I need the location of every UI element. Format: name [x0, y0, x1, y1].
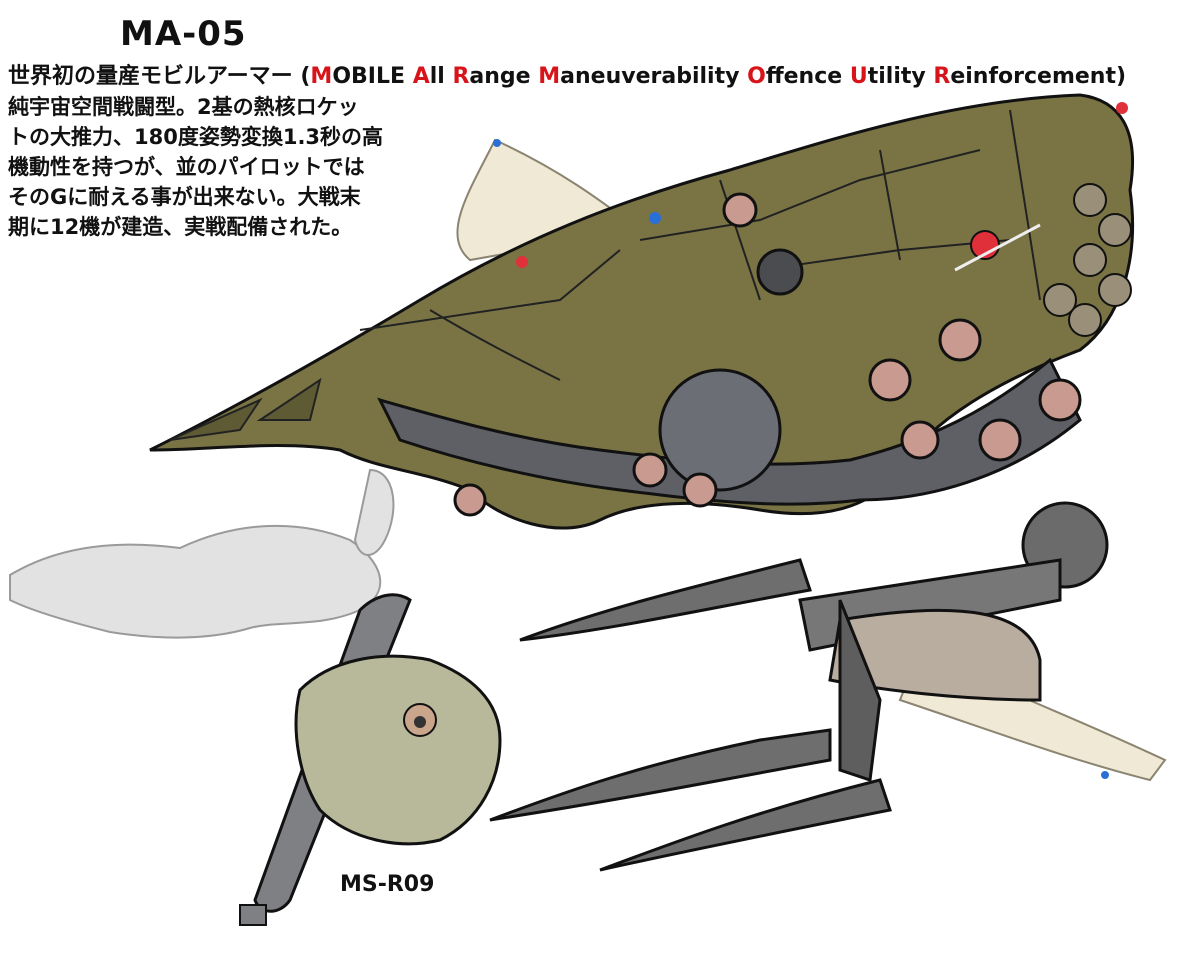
description-line: そのGに耐える事が出来ない。大戦末 [8, 185, 361, 209]
acronym-rest: aneuverability [560, 64, 748, 89]
ms-r09-figure [239, 593, 502, 926]
description: 純宇宙空間戦闘型。2基の熱核ロケッ トの大推力、180度姿勢変換1.3秒の高 機… [8, 92, 383, 242]
sensor-red [516, 256, 528, 268]
mobile-armor-machinery [377, 248, 1082, 506]
subtitle-suffix: ) [1115, 64, 1127, 89]
description-line: 純宇宙空間戦闘型。2基の熱核ロケッ [8, 95, 359, 119]
acronym-initial: M [538, 64, 561, 89]
acronym-rest: OBILE [332, 64, 413, 89]
acronym-word: Reinforcement [933, 64, 1116, 89]
page-title: MA-05 [120, 14, 247, 54]
sensor-red-tail [1116, 102, 1128, 114]
acronym-rest: tility [867, 64, 934, 89]
sensor-blue [649, 212, 661, 224]
sensor-blue-tip [493, 139, 501, 147]
acronym-word: All [413, 64, 453, 89]
acronym-rest: ange [469, 64, 539, 89]
rear-engine-cluster [1043, 183, 1132, 337]
size-comparison-silhouette [9, 468, 395, 639]
acronym-initial: O [747, 64, 766, 89]
acronym-word: Offence [747, 64, 850, 89]
acronym-rest: ll [429, 64, 453, 89]
ms-r09-label: MS-R09 [340, 872, 435, 897]
thruster-nozzles [453, 192, 1082, 517]
acronym-initial: R [933, 64, 951, 89]
acronym-initial: A [412, 64, 430, 89]
description-line: 機動性を持つが、並のパイロットでは [8, 155, 365, 179]
sensor-blue-fin [1101, 771, 1109, 779]
acronym-initial: U [849, 64, 868, 89]
acronym-rest: ffence [765, 64, 850, 89]
claw-blades [489, 558, 892, 872]
acronym-word: Utility [850, 64, 934, 89]
acronym-word: Range [452, 64, 538, 89]
subtitle-prefix: 世界初の量産モビルアーマー ( [8, 64, 311, 89]
description-line: トの大推力、180度姿勢変換1.3秒の高 [8, 125, 384, 149]
acronym-word: Maneuverability [538, 64, 747, 89]
acronym-word: MOBILE [310, 64, 412, 89]
description-line: 期に12機が建造、実戦配備された。 [8, 215, 353, 239]
subtitle: 世界初の量産モビルアーマー (MOBILE All Range Maneuver… [8, 58, 1126, 90]
acronym-initial: M [310, 64, 333, 89]
acronym-rest: einforcement [950, 64, 1116, 89]
acronym-initial: R [452, 64, 470, 89]
claw-arm [798, 501, 1109, 783]
